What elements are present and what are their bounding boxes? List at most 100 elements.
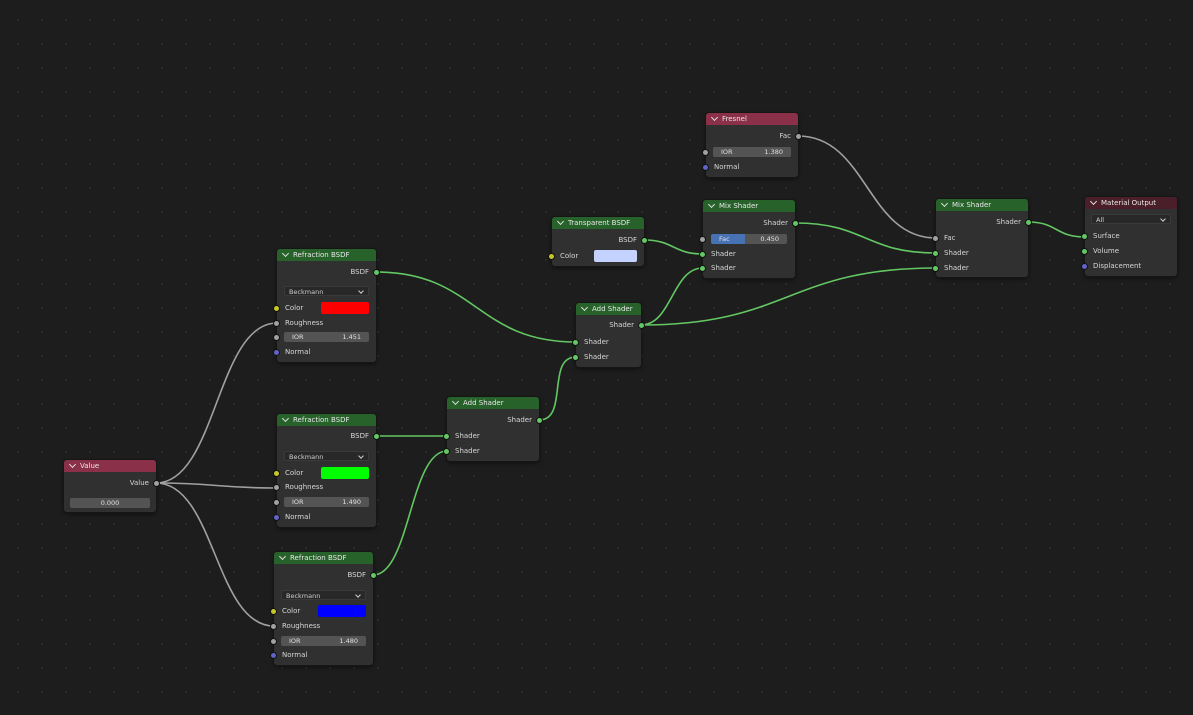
normal-input-socket[interactable]	[270, 652, 277, 659]
ior-input-socket[interactable]	[273, 334, 280, 341]
shader-input-socket[interactable]	[932, 265, 939, 272]
collapse-chevron-icon[interactable]	[68, 460, 77, 469]
collapse-chevron-icon[interactable]	[940, 199, 949, 208]
node-header[interactable]: Refraction BSDF	[277, 414, 376, 426]
value-link[interactable]	[155, 322, 278, 484]
shader-input-socket[interactable]	[932, 250, 939, 257]
shader-input-socket[interactable]	[443, 448, 450, 455]
color-input-socket[interactable]	[273, 305, 280, 312]
color-input-socket[interactable]	[548, 253, 555, 260]
collapse-chevron-icon[interactable]	[1089, 197, 1098, 206]
bsdf-output-socket[interactable]	[641, 237, 648, 244]
node-header[interactable]: Add Shader	[576, 303, 641, 315]
fac-input-socket[interactable]	[699, 236, 706, 243]
roughness-input-socket[interactable]	[273, 484, 280, 491]
material-output-node[interactable]: Material Output All Surface Volume Displ…	[1081, 197, 1177, 276]
shader-input-socket[interactable]	[443, 433, 450, 440]
target-dropdown[interactable]: All	[1091, 214, 1171, 224]
ior-input-socket[interactable]	[702, 149, 709, 156]
value-node-header[interactable]: Value	[64, 460, 156, 472]
value-link[interactable]	[797, 135, 937, 239]
collapse-chevron-icon[interactable]	[451, 397, 460, 406]
bsdf-output-socket[interactable]	[373, 433, 380, 440]
shader-input-socket[interactable]	[699, 265, 706, 272]
add-shader-node[interactable]: Add Shader Shader Shader Shader	[443, 397, 543, 461]
color-swatch[interactable]	[594, 250, 637, 262]
bsdf-output-socket[interactable]	[373, 269, 380, 276]
dropdown-value: Beckmann	[286, 592, 321, 600]
value-link[interactable]	[155, 482, 275, 627]
shader-link[interactable]	[643, 239, 704, 255]
displacement-input-socket[interactable]	[1081, 263, 1088, 270]
node-header[interactable]: Refraction BSDF	[277, 249, 376, 261]
node-header[interactable]: Mix Shader	[703, 200, 795, 212]
collapse-chevron-icon[interactable]	[281, 414, 290, 423]
node-header[interactable]: Fresnel	[706, 113, 798, 125]
distribution-dropdown[interactable]: Beckmann	[284, 451, 369, 461]
node-header[interactable]: Transparent BSDF	[552, 217, 644, 229]
color-input-socket[interactable]	[273, 470, 280, 477]
shader-output-socket[interactable]	[1025, 219, 1032, 226]
roughness-input-socket[interactable]	[270, 623, 277, 630]
value-field[interactable]: 0.000	[70, 498, 150, 508]
normal-input-socket[interactable]	[273, 349, 280, 356]
value-node[interactable]: Value Value 0.000	[64, 460, 160, 512]
node-header[interactable]: Add Shader	[447, 397, 539, 409]
node-header[interactable]: Refraction BSDF	[274, 552, 373, 564]
color-swatch[interactable]	[321, 302, 369, 314]
color-swatch[interactable]	[318, 605, 366, 617]
shader-link[interactable]	[538, 356, 577, 421]
refraction-bsdf-node[interactable]: Refraction BSDF BSDF Beckmann Color Roug…	[270, 552, 377, 665]
input-label: Fac	[944, 234, 956, 242]
shader-link[interactable]	[1027, 221, 1086, 238]
shader-output-socket[interactable]	[536, 417, 543, 424]
ior-input-socket[interactable]	[270, 638, 277, 645]
collapse-chevron-icon[interactable]	[278, 552, 287, 561]
bsdf-output-socket[interactable]	[370, 572, 377, 579]
fac-input-socket[interactable]	[932, 235, 939, 242]
normal-input-socket[interactable]	[273, 514, 280, 521]
roughness-input-socket[interactable]	[273, 320, 280, 327]
shader-input-socket[interactable]	[572, 339, 579, 346]
distribution-dropdown[interactable]: Beckmann	[284, 286, 369, 296]
add-shader-node[interactable]: Add Shader Shader Shader Shader	[572, 303, 645, 367]
ior-input-socket[interactable]	[273, 499, 280, 506]
shader-input-socket[interactable]	[699, 251, 706, 258]
color-swatch[interactable]	[321, 467, 369, 479]
shader-input-socket[interactable]	[572, 354, 579, 361]
value-link[interactable]	[155, 482, 278, 489]
fac-output-socket[interactable]	[795, 133, 802, 140]
shader-link[interactable]	[794, 222, 937, 254]
normal-input-socket[interactable]	[702, 164, 709, 171]
volume-input-socket[interactable]	[1081, 248, 1088, 255]
collapse-chevron-icon[interactable]	[281, 249, 290, 258]
value-output-socket[interactable]	[153, 480, 160, 487]
transparent-bsdf-node[interactable]: Transparent BSDF BSDF Color	[548, 217, 648, 266]
surface-input-socket[interactable]	[1081, 233, 1088, 240]
collapse-chevron-icon[interactable]	[556, 217, 565, 226]
node-header[interactable]: Material Output	[1085, 197, 1177, 209]
collapse-chevron-icon[interactable]	[710, 113, 719, 122]
shader-output-socket[interactable]	[638, 322, 645, 329]
node-header[interactable]: Mix Shader	[936, 199, 1028, 211]
mix-shader-node[interactable]: Mix Shader Shader Fac Shader Shader	[932, 199, 1032, 277]
shader-link[interactable]	[372, 450, 448, 576]
node-title: Material Output	[1101, 199, 1156, 207]
shader-output-socket[interactable]	[792, 220, 799, 227]
refraction-bsdf-node[interactable]: Refraction BSDF BSDF Beckmann Color Roug…	[273, 249, 380, 362]
shader-link[interactable]	[640, 267, 704, 326]
distribution-dropdown[interactable]: Beckmann	[281, 590, 366, 600]
collapse-chevron-icon[interactable]	[580, 303, 589, 312]
shader-link[interactable]	[375, 271, 577, 343]
collapse-chevron-icon[interactable]	[707, 200, 716, 209]
refraction-bsdf-node[interactable]: Refraction BSDF BSDF Beckmann Color Roug…	[273, 414, 380, 527]
color-input-socket[interactable]	[270, 608, 277, 615]
